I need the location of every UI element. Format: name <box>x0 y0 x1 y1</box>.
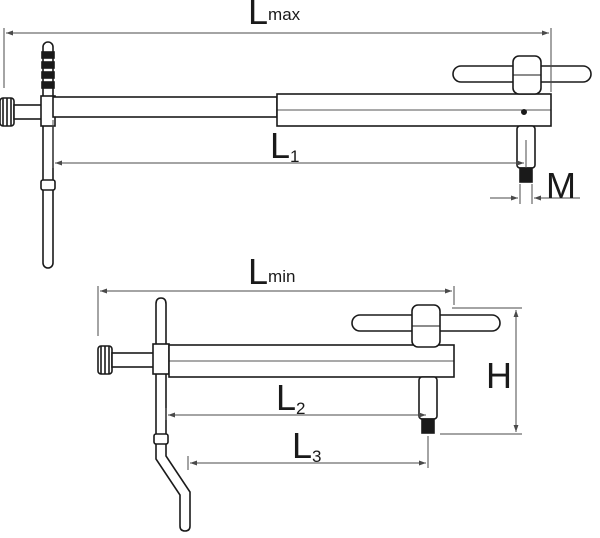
labels-bottom: Lmin H L2 L3 <box>248 251 512 466</box>
slide-rod-top <box>52 96 278 118</box>
h-label: H <box>486 355 512 396</box>
lmin-label: Lmin <box>248 251 295 292</box>
labels-top: Lmax L1 M <box>248 0 576 206</box>
dimensions-top <box>3 28 580 204</box>
tool-extended <box>0 41 592 269</box>
t-handle-top <box>452 55 592 95</box>
lower-spindle-bottom <box>418 376 438 434</box>
lmax-label: Lmax <box>248 0 301 32</box>
l1-label: L1 <box>270 125 300 166</box>
dimensions-bottom <box>97 286 522 470</box>
bent-rod-bottom <box>152 297 191 532</box>
spindle-bottom <box>111 352 157 368</box>
m-label: M <box>546 165 576 206</box>
knurled-knob-top <box>0 97 15 127</box>
knurled-knob-bottom <box>97 345 113 375</box>
tool-collapsed <box>97 297 501 532</box>
t-handle-bottom <box>351 304 501 348</box>
l3-label: L3 <box>292 425 322 466</box>
l2-label: L2 <box>276 377 306 418</box>
vertical-rod-top <box>40 41 56 269</box>
